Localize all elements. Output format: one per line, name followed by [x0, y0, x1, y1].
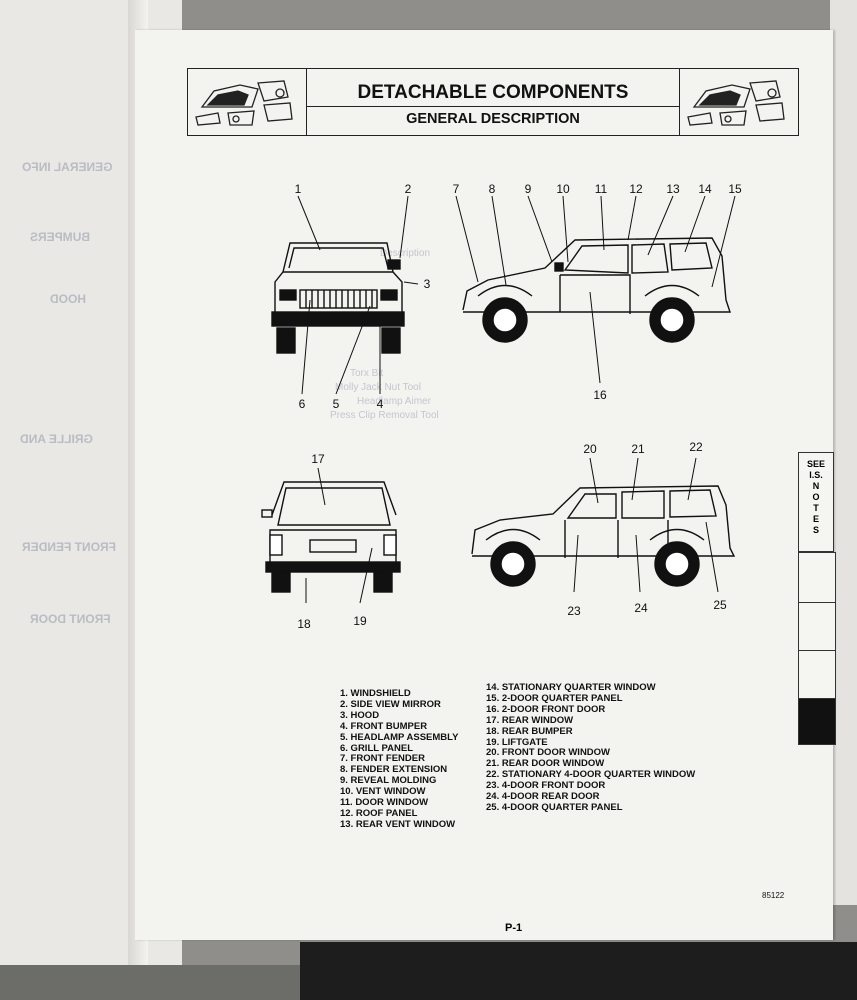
tab-line: N — [812, 481, 820, 491]
callout-3: 3 — [423, 277, 431, 291]
bleed-text: Press Clip Removal Tool — [330, 410, 439, 421]
legend-item: 1. WINDSHIELD — [340, 688, 411, 699]
tab-line: E — [812, 514, 819, 524]
legend-item: 2. SIDE VIEW MIRROR — [340, 698, 441, 710]
rear-view-vehicle — [261, 481, 401, 593]
header-titles: DETACHABLE COMPONENTS GENERAL DESCRIPTIO… — [307, 69, 679, 135]
legend-item: 12. ROOF PANEL — [340, 807, 418, 819]
callout-12: 12 — [629, 182, 643, 196]
legend-item: 24. 4-DOOR REAR DOOR — [486, 791, 600, 803]
legend-item: 4. FRONT BUMPER — [340, 720, 428, 732]
legend-item: 3. HOOD — [340, 709, 380, 721]
section-header: DETACHABLE COMPONENTS GENERAL DESCRIPTIO… — [187, 68, 799, 136]
callout-24: 24 — [634, 601, 648, 615]
legend-item: 15. 2-DOOR QUARTER PANEL — [486, 692, 623, 704]
callout-1: 1 — [294, 182, 302, 196]
legend-item: 16. 2-DOOR FRONT DOOR — [486, 703, 606, 715]
page-number: P-1 — [505, 922, 523, 934]
bleed-text: Torx Bit — [350, 368, 384, 379]
callout-leaders — [297, 195, 736, 604]
page-edge — [830, 0, 857, 905]
tab-line: SEE — [806, 459, 825, 469]
callout-16: 16 — [593, 388, 607, 402]
callout-13: 13 — [666, 182, 680, 196]
legend-item: 17. REAR WINDOW — [486, 714, 574, 726]
callout-14: 14 — [698, 182, 712, 196]
front-view-vehicle — [271, 242, 405, 354]
index-tab — [798, 602, 836, 652]
callout-18: 18 — [297, 617, 311, 631]
callout-19: 19 — [353, 614, 367, 628]
callout-25: 25 — [713, 598, 727, 612]
callout-17: 17 — [311, 452, 325, 466]
legend-item: 7. FRONT FENDER — [340, 753, 425, 765]
see-notes-tab: SEE I.S. N O T E S — [798, 452, 834, 552]
legend-item: 13. REAR VENT WINDOW — [340, 818, 456, 830]
callout-2: 2 — [404, 182, 412, 196]
callout-4: 4 — [376, 397, 384, 411]
legend-item: 6. GRILL PANEL — [340, 742, 414, 754]
callout-9: 9 — [524, 182, 532, 196]
jeep-exploded-logo-icon — [679, 69, 798, 135]
callout-5: 5 — [332, 397, 340, 411]
legend-right: 14. STATIONARY QUARTER WINDOW 15. 2-DOOR… — [486, 682, 696, 814]
manual-page: Description Torx Bit Molly Jack Nut Tool… — [135, 30, 833, 940]
tab-line: O — [812, 492, 820, 502]
callout-21: 21 — [631, 442, 645, 456]
legend-item: 20. FRONT DOOR WINDOW — [486, 747, 611, 759]
tab-line: S — [812, 525, 819, 535]
index-tab — [798, 650, 836, 700]
callout-20: 20 — [583, 442, 597, 456]
bleed-text: Description — [380, 248, 431, 259]
legend-item: 8. FENDER EXTENSION — [340, 764, 448, 776]
bleed-text: Molly Jack Nut Tool — [335, 382, 421, 393]
legend-item: 18. REAR BUMPER — [486, 725, 573, 737]
header-divider — [307, 106, 679, 107]
callout-15: 15 — [728, 182, 742, 196]
index-tab — [798, 552, 836, 604]
four-door-side-view-vehicle — [471, 485, 736, 587]
callout-8: 8 — [488, 182, 496, 196]
legend-item: 25. 4-DOOR QUARTER PANEL — [486, 801, 623, 813]
page-title: DETACHABLE COMPONENTS — [357, 82, 629, 103]
legend-item: 21. REAR DOOR WINDOW — [486, 758, 605, 770]
legend-item: 11. DOOR WINDOW — [340, 797, 429, 809]
legend-item: 5. HEADLAMP ASSEMBLY — [340, 731, 459, 743]
callout-23: 23 — [567, 604, 581, 618]
legend-item: 14. STATIONARY QUARTER WINDOW — [486, 682, 656, 693]
page-subtitle: GENERAL DESCRIPTION — [406, 111, 580, 127]
legend-item: 10. VENT WINDOW — [340, 786, 426, 798]
callout-7: 7 — [452, 182, 460, 196]
two-door-side-view-vehicle — [462, 237, 731, 343]
legend-item: 9. REVEAL MOLDING — [340, 775, 437, 787]
callout-10: 10 — [556, 182, 570, 196]
jeep-exploded-logo-icon — [188, 69, 307, 135]
legend-item: 19. LIFTGATE — [486, 736, 548, 748]
legend-left: 1. WINDSHIELD 2. SIDE VIEW MIRROR 3. HOO… — [340, 688, 459, 831]
callout-22: 22 — [689, 440, 703, 454]
binder-edge — [300, 942, 857, 1000]
legend-item: 22. STATIONARY 4-DOOR QUARTER WINDOW — [486, 769, 696, 781]
index-tab-active — [798, 698, 836, 745]
legend-item: 23. 4-DOOR FRONT DOOR — [486, 780, 606, 792]
callout-11: 11 — [594, 182, 608, 196]
figure-code: 85122 — [762, 891, 785, 900]
tab-line: T — [813, 503, 819, 513]
callout-6: 6 — [298, 397, 306, 411]
tab-line: I.S. — [809, 470, 823, 480]
bleed-text: Headlamp Aimer — [357, 396, 431, 407]
